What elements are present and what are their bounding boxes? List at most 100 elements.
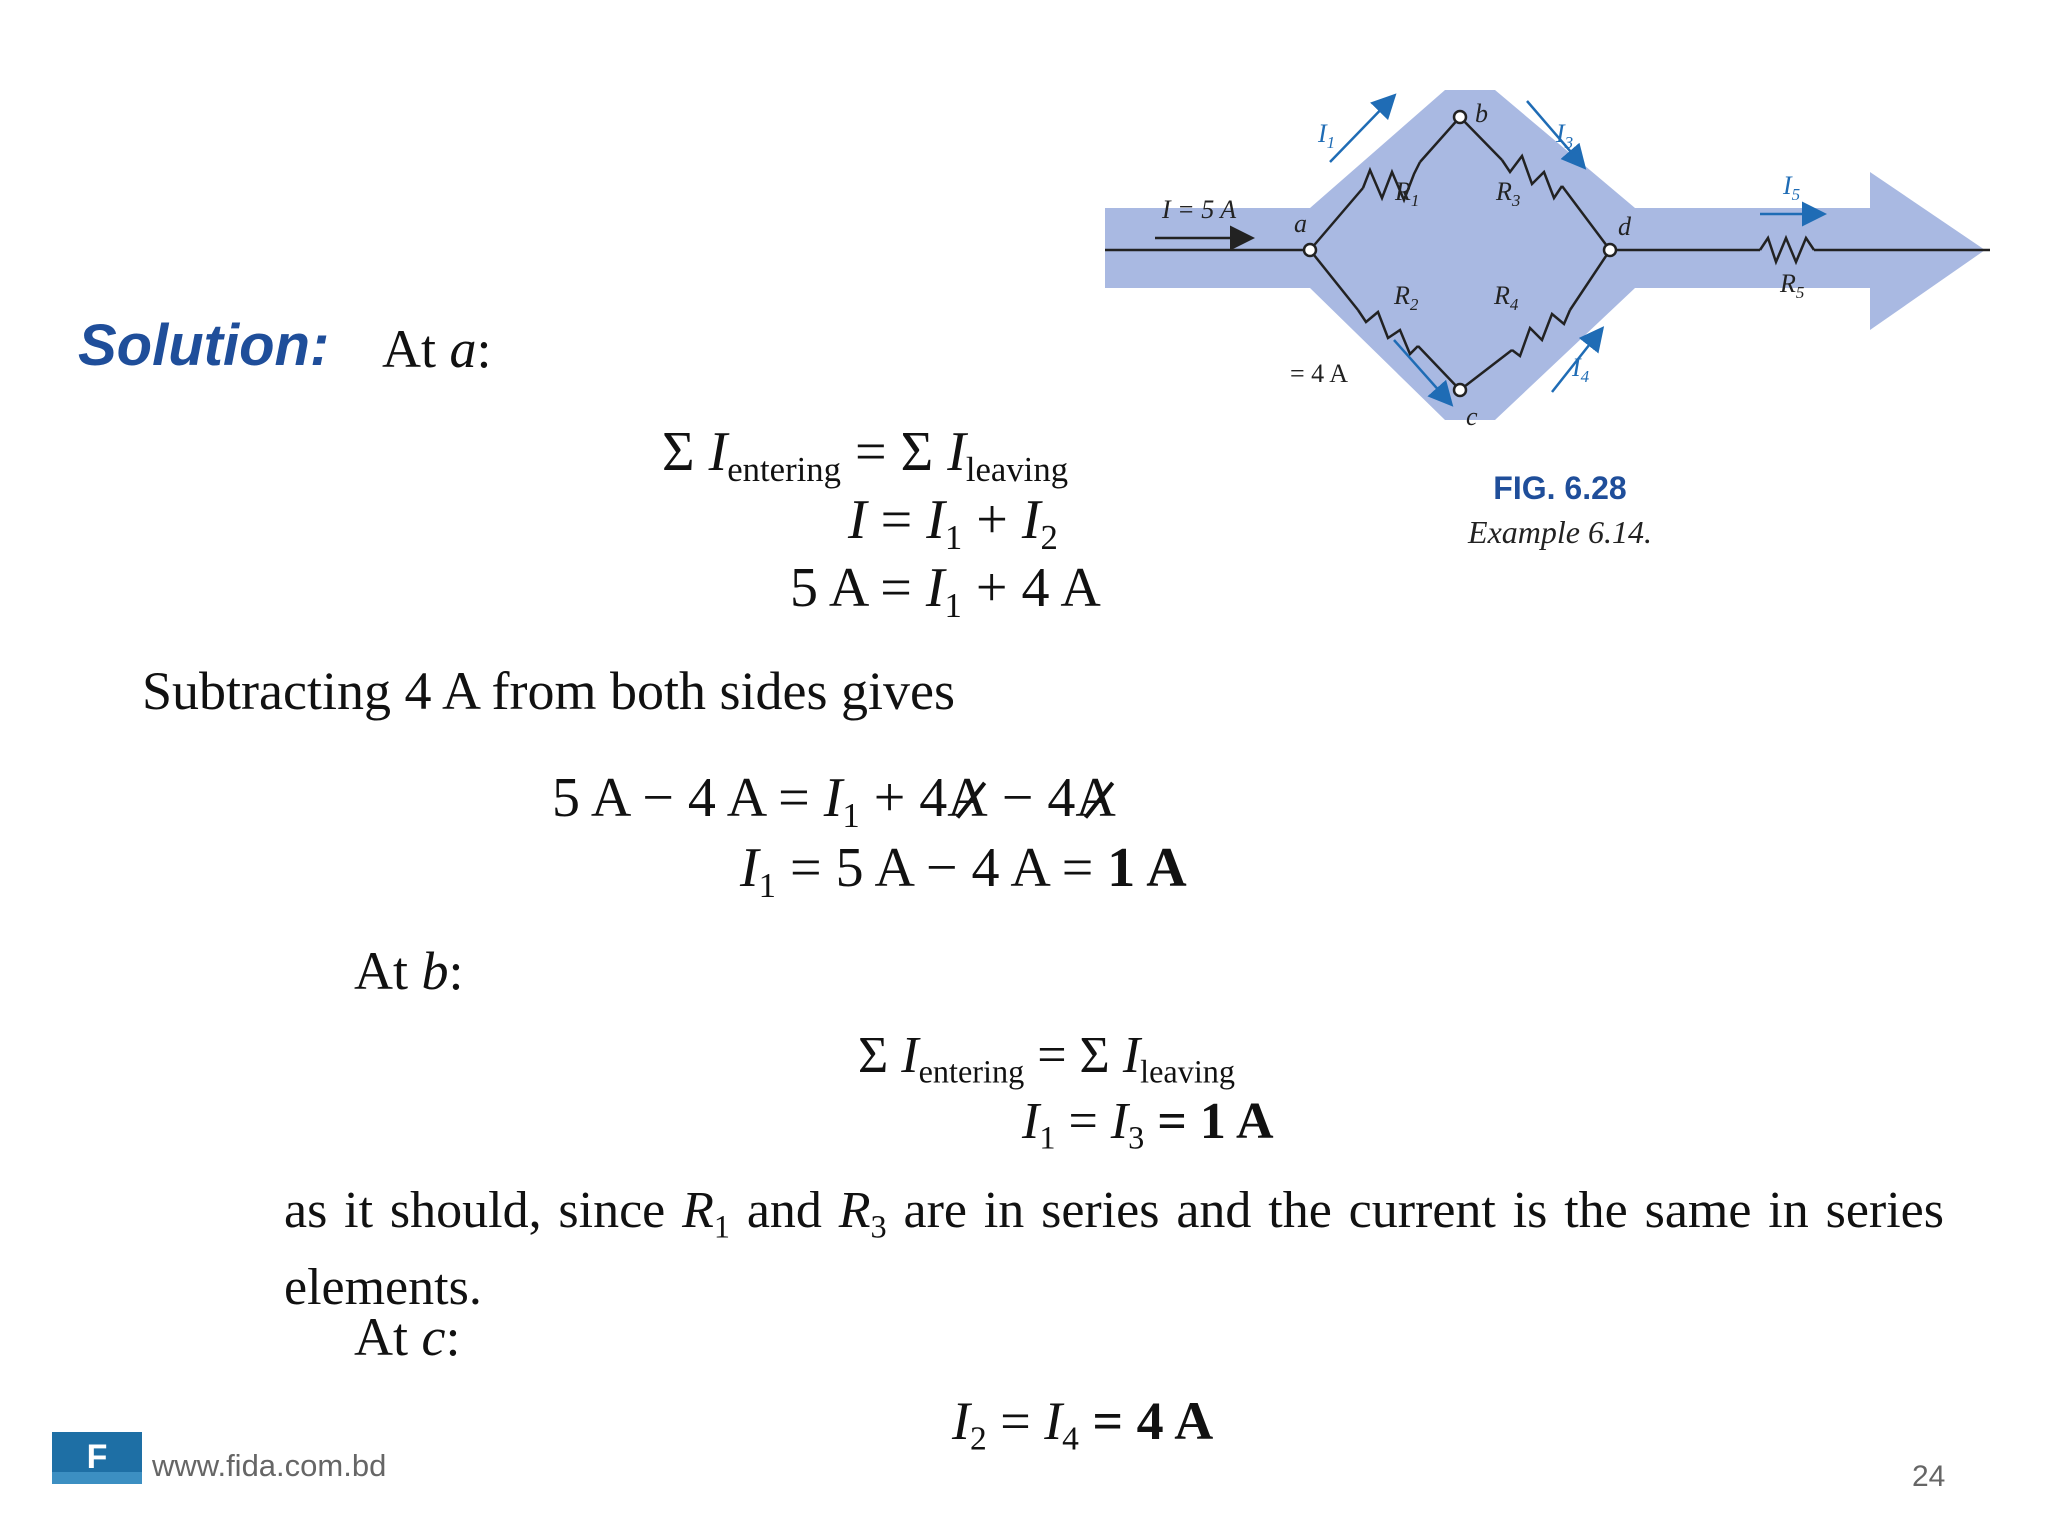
var-I3: I: [1110, 1093, 1129, 1150]
equation-kcl-a: Σ Ientering = Σ Ileaving: [662, 420, 1068, 490]
arrow-i4: [1551, 326, 1605, 393]
sub-entering: entering: [918, 1053, 1025, 1090]
text: and: [730, 1182, 839, 1239]
colon: :: [445, 1307, 461, 1367]
text: are in series and the current is the sam…: [284, 1182, 1944, 1317]
sum-symbol: Σ: [662, 421, 695, 483]
sum-symbol: Σ: [1079, 1027, 1110, 1084]
label-i-in: I = 5 A: [1161, 195, 1236, 224]
var-I1: I: [823, 767, 843, 829]
equals: =: [986, 1391, 1045, 1451]
var-I: I: [947, 421, 966, 483]
sub-entering: entering: [727, 450, 842, 490]
figure-caption: Example 6.14.: [1468, 514, 1652, 550]
cancelled-A: A: [947, 767, 988, 829]
var-I: I: [901, 1027, 919, 1084]
sub-1: 1: [944, 586, 962, 626]
equation-subtract: 5 A − 4 A = I1 + 4A − 4A: [552, 766, 1116, 836]
sub-1: 1: [713, 1208, 730, 1245]
rhs: = 5 A − 4 A =: [776, 837, 1108, 899]
result: = 1 A: [1144, 1093, 1274, 1150]
rhs: + 4 A: [961, 557, 1101, 619]
sub-2: 2: [1040, 518, 1058, 558]
figure-title: FIG. 6.28: [1493, 470, 1627, 506]
result: = 4 A: [1078, 1391, 1214, 1451]
sub-1: 1: [1039, 1119, 1056, 1156]
sub-4: 4: [1062, 1420, 1079, 1458]
arrow-i1: [1329, 93, 1397, 163]
sub-1: 1: [842, 796, 860, 836]
equals: =: [1037, 1027, 1067, 1084]
at-b-label: At b:: [354, 940, 464, 1002]
equation-i1-result: I1 = 5 A − 4 A = 1 A: [740, 836, 1187, 906]
at-c-label: At c:: [354, 1306, 460, 1368]
sum-symbol: Σ: [858, 1027, 889, 1084]
node-var: b: [421, 941, 449, 1001]
fida-logo-icon: F: [52, 1432, 142, 1484]
var-I: I: [708, 421, 728, 483]
equation-i-sum: I = I1 + I2: [848, 488, 1058, 558]
var-I1: I: [1022, 1093, 1040, 1150]
equals: =: [866, 489, 927, 551]
var-I1: I: [926, 489, 945, 551]
label-4a: = 4 A: [1290, 359, 1348, 388]
sub-2: 2: [969, 1420, 987, 1458]
label-I5: I5: [1782, 171, 1800, 204]
at-text: At: [354, 1307, 422, 1367]
solution-heading: Solution:: [78, 313, 330, 378]
colon: :: [476, 319, 492, 379]
explanation-paragraph: as it should, since R1 and R3 are in ser…: [284, 1180, 1944, 1319]
result: 1 A: [1107, 837, 1187, 899]
footer-url[interactable]: www.fida.com.bd: [152, 1448, 387, 1483]
subtracting-text: Subtracting 4 A from both sides gives: [142, 661, 955, 721]
var-I4: I: [1044, 1391, 1063, 1451]
sub-1: 1: [944, 518, 963, 558]
sum-symbol: Σ: [900, 421, 934, 483]
at-text: At: [382, 319, 450, 379]
equals: =: [1055, 1093, 1111, 1150]
node-a: a: [1294, 209, 1307, 238]
sub-3: 3: [1128, 1119, 1145, 1156]
current-flow-band: [1105, 90, 1985, 420]
var-I1: I: [925, 557, 945, 619]
label-R2: R2: [1393, 281, 1419, 314]
plus-4: + 4: [859, 767, 948, 829]
var-I: I: [1122, 1027, 1141, 1084]
node-c: c: [1466, 402, 1478, 431]
node-b: b: [1475, 99, 1488, 128]
node-var: a: [449, 319, 477, 379]
equation-kcl-b: Σ Ientering = Σ Ileaving: [858, 1026, 1235, 1090]
var-R: R: [838, 1182, 871, 1239]
sub-1: 1: [758, 866, 777, 906]
label-R4: R4: [1493, 281, 1519, 314]
cancelled-A: A: [1075, 767, 1116, 829]
lhs: 5 A =: [790, 557, 926, 619]
var-R: R: [682, 1182, 714, 1239]
circuit-wires: [1105, 116, 1990, 391]
sub-leaving: leaving: [1140, 1053, 1236, 1090]
arrow-i3: [1526, 100, 1587, 170]
label-R1: R1: [1394, 177, 1419, 210]
node-d: d: [1618, 212, 1632, 241]
label-R3: R3: [1495, 177, 1520, 210]
at-text: At: [354, 941, 422, 1001]
circuit-diagram: I = 5 A = 4 A a b c d I1 I3 I5 I4 R1 R3 …: [1105, 90, 1990, 431]
equals: =: [855, 421, 887, 483]
logo-letter: F: [87, 1438, 108, 1476]
minus-4: − 4: [987, 767, 1076, 829]
circuit-labels: I = 5 A = 4 A a b c d I1 I3 I5 I4 R1 R3 …: [1161, 99, 1804, 431]
page-number: 24: [1912, 1460, 1946, 1493]
var-I1: I: [740, 837, 759, 899]
lhs: 5 A − 4 A =: [552, 767, 824, 829]
equation-i2-i4: I2 = I4 = 4 A: [952, 1390, 1213, 1459]
label-I1: I1: [1317, 119, 1335, 152]
arrow-i2: [1393, 339, 1454, 407]
text: as it should, since: [284, 1182, 683, 1239]
node-var: c: [421, 1307, 446, 1367]
sub-3: 3: [870, 1208, 887, 1245]
label-I3: I3: [1555, 119, 1573, 152]
equation-i1-i3: I1 = I3 = 1 A: [1022, 1092, 1274, 1156]
plus: +: [962, 489, 1022, 551]
circuit-nodes: [1302, 109, 1618, 398]
var-I: I: [848, 489, 867, 551]
